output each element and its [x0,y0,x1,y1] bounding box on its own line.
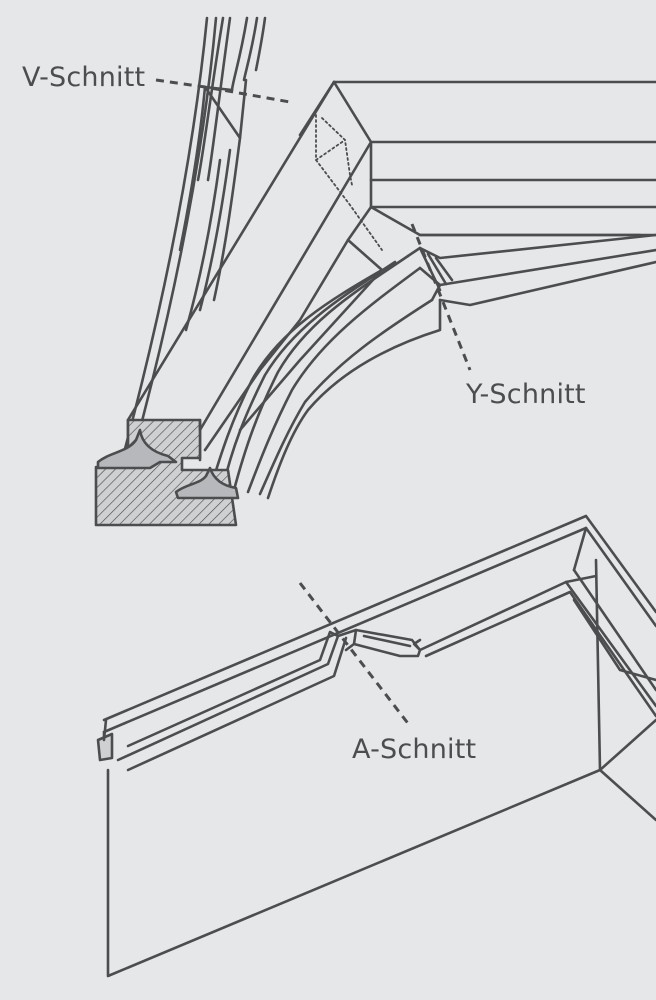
left-rail-profile [120,16,267,462]
y-cut-leader [410,223,472,371]
frame-head [298,80,656,237]
v-cut-label: V-Schnitt [22,62,146,93]
wall-corner [96,514,656,978]
frame-jamb [126,80,442,500]
head-rail [406,233,656,307]
y-cut-label: Y-Schnitt [466,379,586,410]
a-cut-leader [298,582,412,727]
hidden-edges [315,114,383,251]
a-cut-label: A-Schnitt [352,734,477,765]
v-cut-leader [155,78,291,104]
window-frame-corner [94,16,656,527]
frame-section [94,418,240,527]
